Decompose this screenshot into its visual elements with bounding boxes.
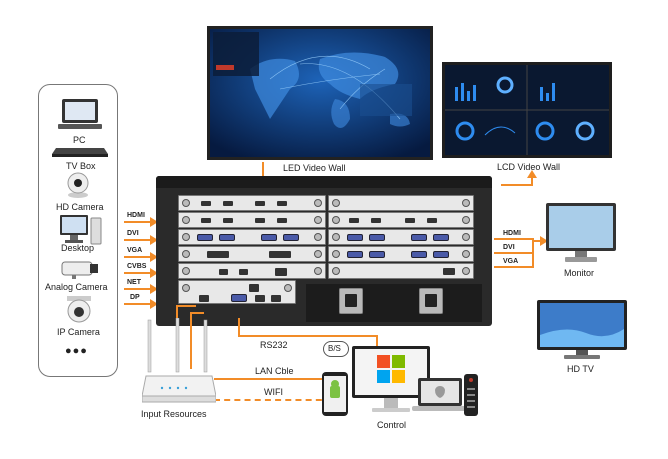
input-card-2 [178,212,326,228]
output-card-4 [328,246,474,262]
wifi-label: WIFI [264,387,283,397]
source-label-pc: PC [73,135,86,145]
source-label-desktop: Desktop [61,243,95,253]
input-label-dvi: DVI [127,230,139,237]
lcd-video-wall-screen [442,62,612,158]
lan-cable-label: LAN Cble [255,366,294,376]
bs-badge [323,341,349,357]
lcd-video-wall-label: LCD Video Wall [497,162,561,172]
source-label-tv-box: TV Box [66,161,96,171]
input-resources-label: Input Resources [141,409,207,419]
input-card-net [178,263,326,279]
hd-camera-icon [67,172,89,198]
power-socket-1-icon [339,288,363,314]
rs232-label: RS232 [260,340,288,350]
analog-camera-icon [61,261,98,279]
hd-tv-label: HD TV [567,364,594,374]
input-label-vga: VGA [127,247,143,254]
router-icon [142,318,216,403]
input-label-dp: DP [130,294,140,301]
output-card-2 [328,212,474,228]
input-card-cvbs [178,246,326,262]
world-map-graphic [210,29,430,157]
control-card [178,280,296,304]
input-label-net: NET [127,279,141,286]
control-devices-graphic [322,346,478,416]
hd-tv-icon [537,300,627,359]
input-label-cvbs: CVBS [127,263,147,270]
source-label-ip-camera: IP Camera [57,327,100,337]
source-label-analog-camera: Analog Camera [45,282,108,292]
dashboard-graphic [445,65,609,155]
input-card-1 [178,195,326,211]
video-processor-chassis [156,176,492,326]
monitor-label: Monitor [564,268,595,278]
bs-label: B/S [328,344,341,353]
input-card-vga [178,229,326,245]
windows-logo-icon [377,355,405,383]
source-label-hd-camera: HD Camera [56,202,104,212]
control-label: Control [377,420,407,430]
output-card-1 [328,195,474,211]
output-label-dvi: DVI [503,244,515,251]
pc-icon [58,99,102,129]
wifi-line [214,399,332,401]
output-label-vga: VGA [503,258,519,265]
desktop-icon [60,215,102,245]
tv-box-icon [52,148,108,157]
output-card-3 [328,229,474,245]
ip-camera-icon [67,296,91,323]
input-label-hdmi: HDMI [127,212,145,219]
led-video-wall-label: LED Video Wall [283,163,346,173]
output-label-hdmi: HDMI [503,230,521,237]
monitor-icon [546,203,616,262]
power-socket-2-icon [419,288,443,314]
led-video-wall-screen [207,26,433,160]
output-card-5 [328,263,474,279]
more-sources-dots: ●●● [65,345,88,357]
